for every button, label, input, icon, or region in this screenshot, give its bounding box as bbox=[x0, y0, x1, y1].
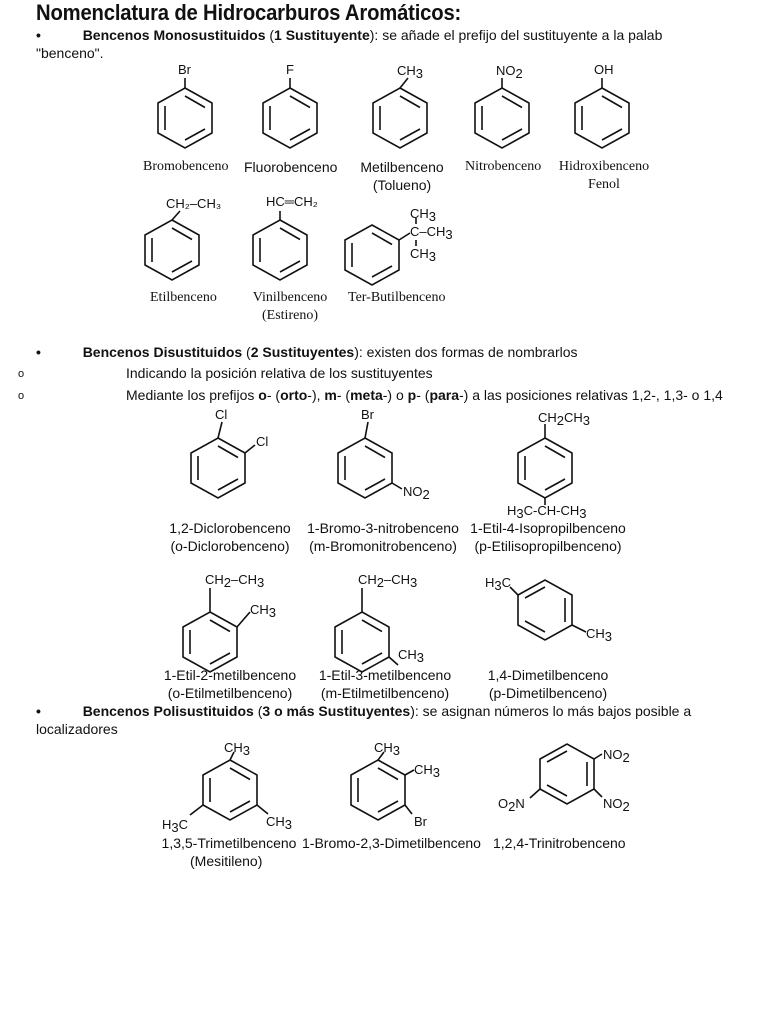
sub-item-1: Indicando la posición relativa de los su… bbox=[126, 365, 433, 381]
mono-structures: Br F CH3 NO2 OH CH₂–CH₃ HC═CH₂ CH3 C–CH3… bbox=[144, 62, 630, 286]
caption-fluorobenceno: Fluorobenceno bbox=[244, 159, 338, 175]
caption-dimetilbenceno: 1,4-Dimetilbenceno(p-Dimetilbenceno) bbox=[487, 667, 609, 701]
section-poly-line2: localizadores bbox=[36, 721, 118, 737]
ethylbenzene-structure bbox=[144, 210, 200, 281]
caption-bromo-dimetilbenceno: 1-Bromo-2,3-Dimetilbenceno bbox=[302, 835, 481, 851]
ethyl-para-label: CH2CH3 bbox=[538, 410, 590, 428]
isopropyl-label: H3C-CH-CH3 bbox=[507, 503, 586, 521]
toluene-structure bbox=[372, 77, 428, 149]
cl-right-label: Cl bbox=[256, 434, 268, 449]
o-dichlorobenzene-structure bbox=[190, 421, 256, 499]
ethylmethylbenzene-meta-structure bbox=[334, 588, 399, 673]
caption-trimetilbenceno: 1,3,5-Trimetilbenceno(Mesitileno) bbox=[161, 835, 297, 869]
ethyl-ortho-label: CH2–CH3 bbox=[205, 572, 264, 590]
poly-structures: CH3 H3C CH3 CH3 CH3 Br NO2 NO2 O2N bbox=[162, 740, 630, 835]
br-label: Br bbox=[178, 62, 192, 77]
f-label: F bbox=[286, 62, 294, 77]
caption-trinitrobenceno: 1,2,4-Trinitrobenceno bbox=[493, 835, 626, 851]
bdm-br: Br bbox=[414, 814, 428, 829]
mes-ch3-right: CH3 bbox=[266, 814, 292, 832]
dimethylbenzene-para-structure bbox=[509, 579, 587, 641]
no2-label: NO2 bbox=[496, 63, 523, 81]
sub-item-2: Mediante los prefijos o- (orto-), m- (me… bbox=[126, 387, 723, 403]
br-meta-label: Br bbox=[361, 407, 375, 422]
cl-top-label: Cl bbox=[215, 407, 227, 422]
section-mono-heading: • Bencenos Monosustituidos (1 Sustituyen… bbox=[36, 27, 663, 43]
oh-label: OH bbox=[594, 62, 614, 77]
trinitrobenzene-structure bbox=[529, 743, 603, 805]
ch3-label: CH3 bbox=[397, 63, 423, 81]
mes-ch3-left: H3C bbox=[162, 817, 188, 835]
bullet-mark: • bbox=[36, 27, 41, 43]
ethyl-label: CH₂–CH₃ bbox=[166, 196, 221, 211]
sub-bullet-1: o bbox=[18, 368, 25, 380]
section-di-heading: • Bencenos Disustituidos (2 Sustituyente… bbox=[36, 344, 578, 360]
methyl-meta-label: CH3 bbox=[398, 647, 424, 665]
section-mono-line2: "benceno". bbox=[36, 45, 104, 61]
phenol-structure bbox=[574, 78, 630, 149]
bromonitrobenzene-structure bbox=[337, 421, 403, 499]
ethyl-meta-label: CH2–CH3 bbox=[358, 572, 417, 590]
tbu-ch3-bottom: CH3 bbox=[410, 246, 436, 264]
section-poly-heading: • Bencenos Polisustituidos (3 o más Sust… bbox=[36, 703, 692, 719]
tbu-ch3-top: CH3 bbox=[410, 206, 436, 224]
no2-meta-label: NO2 bbox=[403, 484, 430, 502]
styrene-structure bbox=[252, 211, 308, 281]
tnb-no2-left: O2N bbox=[498, 796, 525, 814]
caption-etilbenceno: Etilbenceno bbox=[150, 290, 217, 305]
caption-etilisopropilbenceno: 1-Etil-4-Isopropilbenceno(p-Etilisopropi… bbox=[470, 520, 626, 554]
caption-ter-butilbenceno: Ter-Butilbenceno bbox=[348, 290, 446, 305]
methyl-para-right-label: CH3 bbox=[586, 626, 612, 644]
ethylisopropylbenzene-structure bbox=[517, 424, 573, 499]
caption-metilbenceno: Metilbenceno(Tolueno) bbox=[360, 159, 444, 193]
caption-etilmetil-orto: 1-Etil-2-metilbenceno(o-Etilmetilbenceno… bbox=[163, 667, 297, 701]
tnb-no2-right: NO2 bbox=[603, 796, 630, 814]
bromobenzene-structure bbox=[157, 78, 213, 149]
mesitylene-structure bbox=[189, 751, 269, 821]
bromodimethylbenzene-structure bbox=[350, 751, 415, 821]
page-title: Nomenclatura de Hidrocarburos Aromáticos… bbox=[36, 0, 462, 25]
fluorobenzene-structure bbox=[262, 78, 318, 149]
tnb-no2-top: NO2 bbox=[603, 747, 630, 765]
caption-bromonitrobenceno: 1-Bromo-3-nitrobenceno(m-Bromonitrobence… bbox=[307, 520, 459, 554]
methyl-ortho-label: CH3 bbox=[250, 602, 276, 620]
bdm-ch3-right: CH3 bbox=[414, 762, 440, 780]
tert-butylbenzene-structure bbox=[344, 218, 417, 286]
caption-bromobenceno: Bromobenceno bbox=[143, 159, 229, 174]
vinyl-label: HC═CH₂ bbox=[266, 194, 318, 209]
nitrobenzene-structure bbox=[474, 78, 530, 149]
caption-etilmetil-meta: 1-Etil-3-metilbenceno(m-Etilmetilbenceno… bbox=[318, 667, 452, 701]
sub-bullet-2: o bbox=[18, 390, 25, 402]
ethylmethylbenzene-ortho-structure bbox=[182, 588, 251, 673]
section-mono-bold: Bencenos Monosustituidos bbox=[82, 27, 266, 43]
tbu-c-label: C–CH3 bbox=[410, 224, 453, 242]
di-structures: Cl Cl Br NO2 CH2CH3 H3C-CH-CH3 CH2–CH3 C… bbox=[182, 407, 612, 673]
caption-diclorobenceno: 1,2-Diclorobenceno(o-Diclorobenceno) bbox=[169, 520, 291, 554]
methyl-para-left-label: H3C bbox=[485, 575, 511, 593]
caption-vinilbenceno: Vinilbenceno(Estireno) bbox=[252, 290, 328, 323]
mes-ch3-top: CH3 bbox=[224, 740, 250, 758]
bdm-ch3-top: CH3 bbox=[374, 740, 400, 758]
caption-nitrobenceno: Nitrobenceno bbox=[465, 159, 542, 174]
